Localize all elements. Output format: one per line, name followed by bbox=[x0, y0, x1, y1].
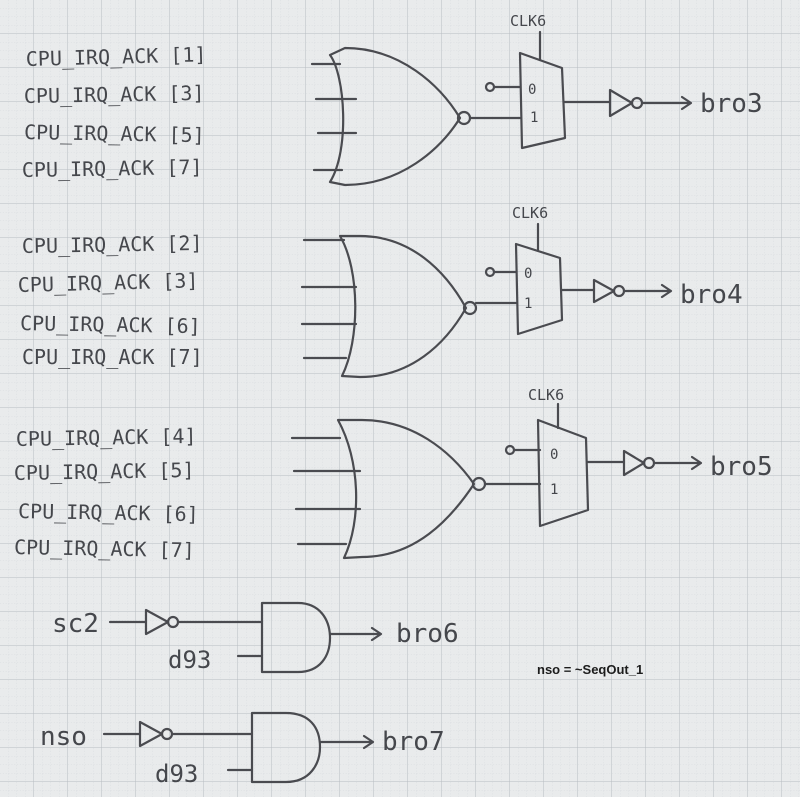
mux-select-label: CLK6 bbox=[510, 12, 546, 30]
mux-input-1-label: 1 bbox=[550, 482, 558, 498]
input-label: CPU_IRQ_ACK [3] bbox=[18, 268, 199, 297]
inverter bbox=[138, 720, 164, 748]
nor-block-1: CPU_IRQ_ACK [1] CPU_IRQ_ACK [3] CPU_IRQ_… bbox=[22, 12, 763, 187]
inverter bbox=[622, 449, 646, 477]
output-arrow bbox=[318, 734, 375, 750]
mux-input-0-label: 0 bbox=[524, 266, 532, 282]
inversion-bubble bbox=[462, 300, 478, 316]
mux bbox=[518, 51, 567, 150]
input-label: CPU_IRQ_ACK [7] bbox=[14, 535, 195, 562]
input-label: CPU_IRQ_ACK [7] bbox=[22, 155, 203, 182]
input-label: CPU_IRQ_ACK [5] bbox=[24, 120, 205, 147]
mux bbox=[536, 418, 590, 528]
inverted-input-label: sc2 bbox=[52, 609, 99, 639]
output-label: bro3 bbox=[700, 89, 763, 119]
inverted-input-label: nso bbox=[40, 722, 87, 752]
nor-gate bbox=[328, 46, 462, 187]
and-block-1: sc2 d93 bro6 bbox=[52, 601, 459, 674]
second-input-label: d93 bbox=[155, 760, 198, 788]
mux-select-label: CLK6 bbox=[528, 386, 564, 404]
nor-gate bbox=[338, 234, 468, 379]
input-wires bbox=[310, 62, 358, 172]
and-block-2: nso d93 bro7 bbox=[40, 711, 445, 788]
mux-select-label: CLK6 bbox=[512, 204, 548, 222]
mux-input-1-label: 1 bbox=[530, 110, 538, 126]
input-label: CPU_IRQ_ACK [2] bbox=[22, 231, 203, 258]
inverter bbox=[592, 278, 616, 304]
constant-zero bbox=[484, 266, 496, 278]
nor-block-3: CPU_IRQ_ACK [4] CPU_IRQ_ACK [5] CPU_IRQ_… bbox=[14, 386, 773, 562]
output-arrow bbox=[652, 455, 703, 471]
input-label: CPU_IRQ_ACK [5] bbox=[14, 458, 195, 485]
mux bbox=[514, 242, 564, 336]
output-label: bro6 bbox=[396, 619, 459, 649]
mux-input-0-label: 0 bbox=[528, 82, 536, 98]
inverter bbox=[608, 88, 634, 118]
mux-input-1-label: 1 bbox=[524, 296, 532, 312]
constant-zero bbox=[504, 444, 516, 456]
output-label: bro7 bbox=[382, 727, 445, 757]
output-arrow bbox=[328, 626, 383, 642]
input-label: CPU_IRQ_ACK [3] bbox=[24, 81, 205, 108]
and-gate bbox=[260, 601, 332, 674]
input-label: CPU_IRQ_ACK [6] bbox=[20, 311, 201, 338]
inverter bbox=[144, 608, 170, 636]
second-input-label: d93 bbox=[168, 646, 211, 674]
output-label: bro5 bbox=[710, 452, 773, 482]
nor-gate bbox=[336, 418, 476, 560]
nor-block-2: CPU_IRQ_ACK [2] CPU_IRQ_ACK [3] CPU_IRQ_… bbox=[18, 204, 743, 379]
output-arrow bbox=[640, 95, 693, 111]
output-arrow bbox=[622, 283, 673, 299]
mux-input-0-label: 0 bbox=[550, 447, 558, 463]
input-wires bbox=[300, 238, 358, 360]
input-label: CPU_IRQ_ACK [1] bbox=[26, 42, 207, 71]
input-label: CPU_IRQ_ACK [7] bbox=[22, 345, 203, 369]
input-label: CPU_IRQ_ACK [4] bbox=[16, 424, 197, 451]
and-gate bbox=[250, 711, 322, 784]
input-label: CPU_IRQ_ACK [6] bbox=[18, 499, 199, 526]
output-label: bro4 bbox=[680, 280, 743, 310]
note-text: nso = ~SeqOut_1 bbox=[537, 662, 643, 677]
constant-zero bbox=[484, 81, 496, 93]
input-wires bbox=[290, 436, 362, 546]
